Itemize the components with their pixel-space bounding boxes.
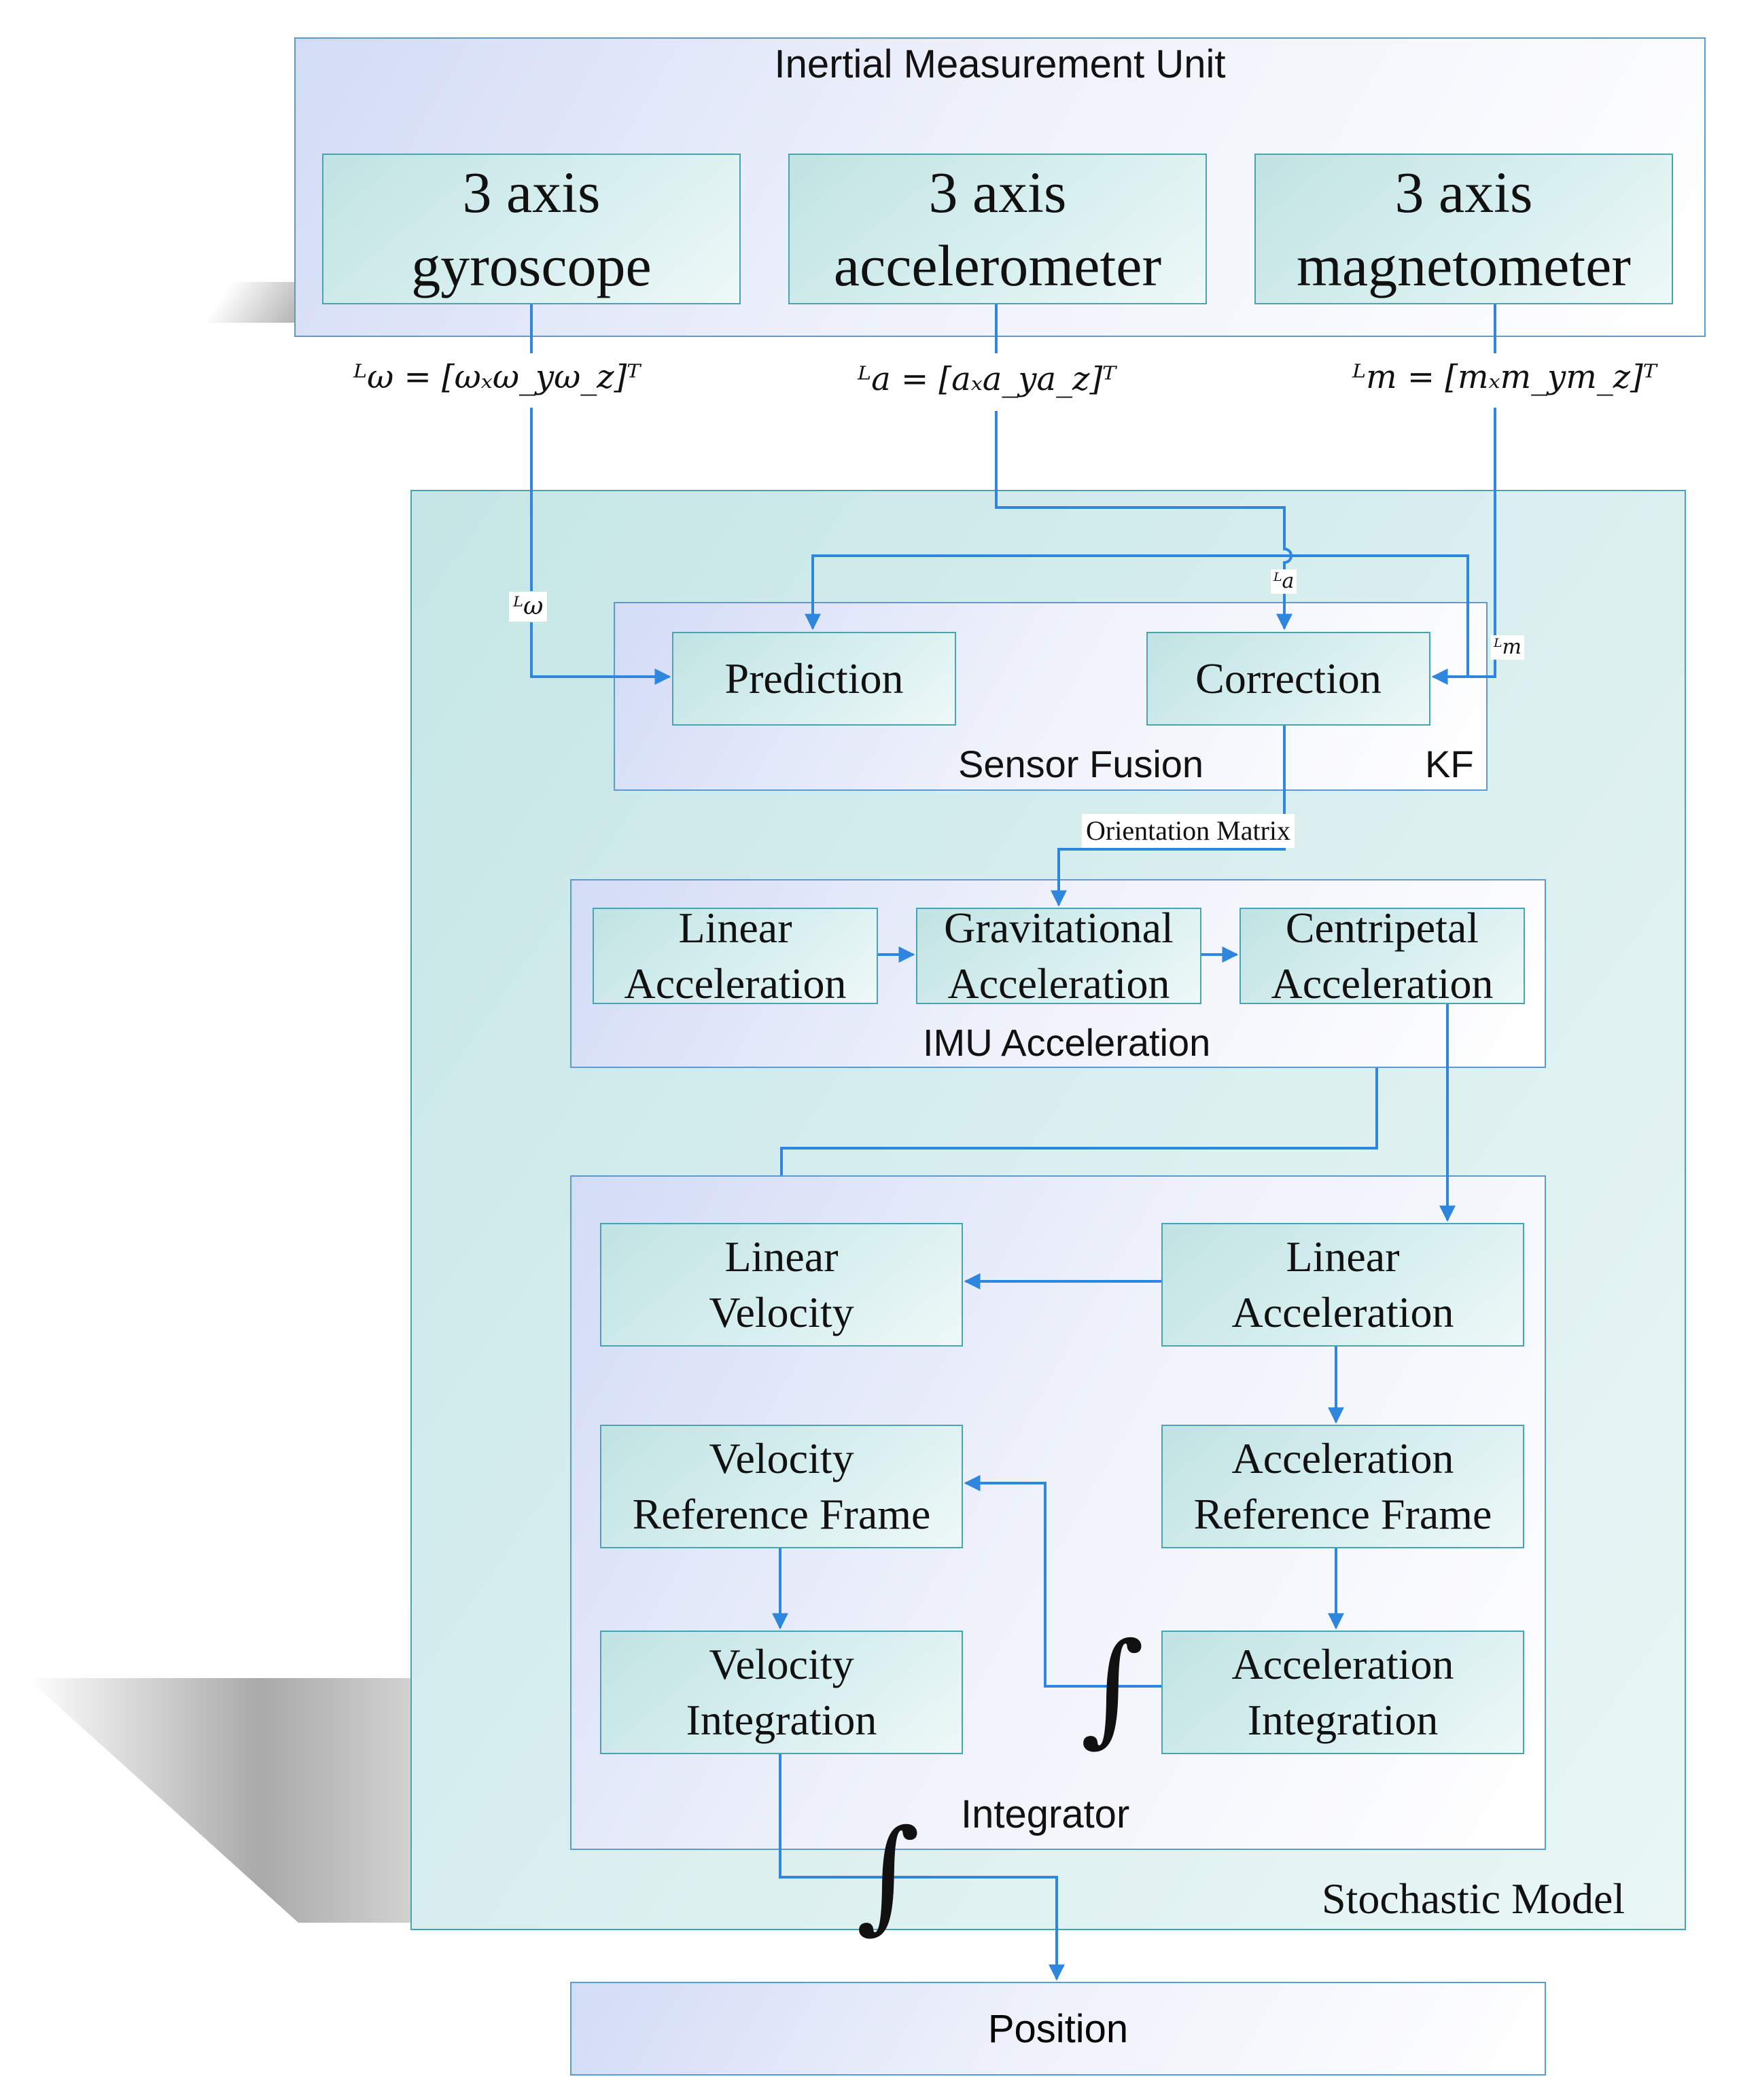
orientation-matrix-label: Orientation Matrix: [1082, 814, 1295, 848]
omega-equation: ᴸω = [ωₓω_yω_z]ᵀ: [353, 358, 641, 396]
linear-velocity-box[interactable]: Linear Velocity: [600, 1223, 963, 1347]
imu-acceleration-label: IMU Acceleration: [923, 1021, 1211, 1064]
a-short-label: ᴸa: [1271, 569, 1297, 594]
magnet-to-correction-arrow: [1433, 304, 1496, 677]
gravitational-line1: Gravitational: [944, 904, 1174, 952]
linear-velocity-line2: Velocity: [709, 1288, 854, 1336]
int-linear-accel-line1: Linear: [1286, 1232, 1400, 1281]
integrator-label: Integrator: [961, 1792, 1130, 1836]
prediction-box[interactable]: Prediction: [672, 632, 956, 726]
velocity-ref-line2: Reference Frame: [632, 1490, 931, 1538]
acceleration-integration-box[interactable]: Acceleration Integration: [1161, 1631, 1524, 1754]
gyroscope-line1: 3 axis: [462, 160, 601, 225]
imu-title: Inertial Measurement Unit: [774, 42, 1226, 86]
integrator-linear-acceleration-box[interactable]: Linear Acceleration: [1161, 1223, 1524, 1347]
position-box[interactable]: Position: [570, 1982, 1546, 2076]
a-equation: ᴸa = [aₓa_ya_z]ᵀ: [858, 360, 1116, 398]
velocity-reference-frame-box[interactable]: Velocity Reference Frame: [600, 1425, 963, 1548]
feedback-to-prediction-arrow: [805, 554, 1469, 677]
accelerometer-line2: accelerometer: [833, 233, 1162, 298]
imu-linear-acceleration-box[interactable]: Linear Acceleration: [593, 904, 878, 1008]
integral-icon-accel: ∫: [1080, 1617, 1144, 1759]
velocity-int-to-position-arrow: [779, 1754, 1065, 1981]
kf-label: KF: [1425, 743, 1474, 785]
gravitational-acceleration-box[interactable]: Gravitational Acceleration: [916, 904, 1201, 1008]
imu-acc-to-integrator-line: [780, 1068, 1378, 1175]
magnetometer-box[interactable]: 3 axis magnetometer: [1254, 154, 1673, 304]
imu-linear-line1: Linear: [678, 904, 792, 952]
centripetal-acceleration-box[interactable]: Centripetal Acceleration: [1239, 904, 1525, 1008]
accelerometer-box[interactable]: 3 axis accelerometer: [788, 154, 1207, 304]
accel-ref-line1: Acceleration: [1231, 1434, 1454, 1482]
omega-short-label: ᴸω: [508, 591, 548, 622]
int-linear-accel-line2: Acceleration: [1231, 1288, 1454, 1336]
sensor-fusion-label: Sensor Fusion: [958, 743, 1204, 785]
acceleration-reference-frame-box[interactable]: Acceleration Reference Frame: [1161, 1425, 1524, 1548]
gyroscope-box[interactable]: 3 axis gyroscope: [322, 154, 741, 304]
velocity-ref-line1: Velocity: [709, 1434, 854, 1482]
magnetometer-line2: magnetometer: [1297, 233, 1631, 298]
magnetometer-line1: 3 axis: [1394, 160, 1533, 225]
velocity-integration-box[interactable]: Velocity Integration: [600, 1631, 963, 1754]
accelerometer-line1: 3 axis: [928, 160, 1067, 225]
linear-velocity-line1: Linear: [724, 1232, 839, 1281]
gyro-to-prediction-arrow: [530, 304, 669, 677]
centripetal-line1: Centripetal: [1285, 904, 1479, 952]
centripetal-line2: Acceleration: [1271, 959, 1494, 1008]
m-equation: ᴸm = [mₓm_ym_z]ᵀ: [1352, 358, 1657, 396]
accel-int-line2: Integration: [1247, 1696, 1439, 1744]
gyroscope-line2: gyroscope: [411, 233, 652, 298]
gravitational-line2: Acceleration: [947, 959, 1170, 1008]
imu-linear-line2: Acceleration: [624, 959, 847, 1008]
accel-to-correction-arrow: [995, 304, 1291, 628]
m-short-label: ᴸm: [1491, 635, 1524, 660]
accel-ref-line2: Reference Frame: [1193, 1490, 1492, 1538]
integral-icon-velocity: ∫: [856, 1804, 920, 1946]
orientation-arrow: [1051, 726, 1286, 907]
stochastic-model-label: Stochastic Model: [1322, 1874, 1625, 1923]
velocity-int-line2: Integration: [686, 1696, 877, 1744]
accel-int-to-velocity-ref-arrow: [964, 1475, 1161, 1688]
accel-int-line1: Acceleration: [1231, 1640, 1454, 1688]
velocity-int-line1: Velocity: [709, 1640, 854, 1688]
